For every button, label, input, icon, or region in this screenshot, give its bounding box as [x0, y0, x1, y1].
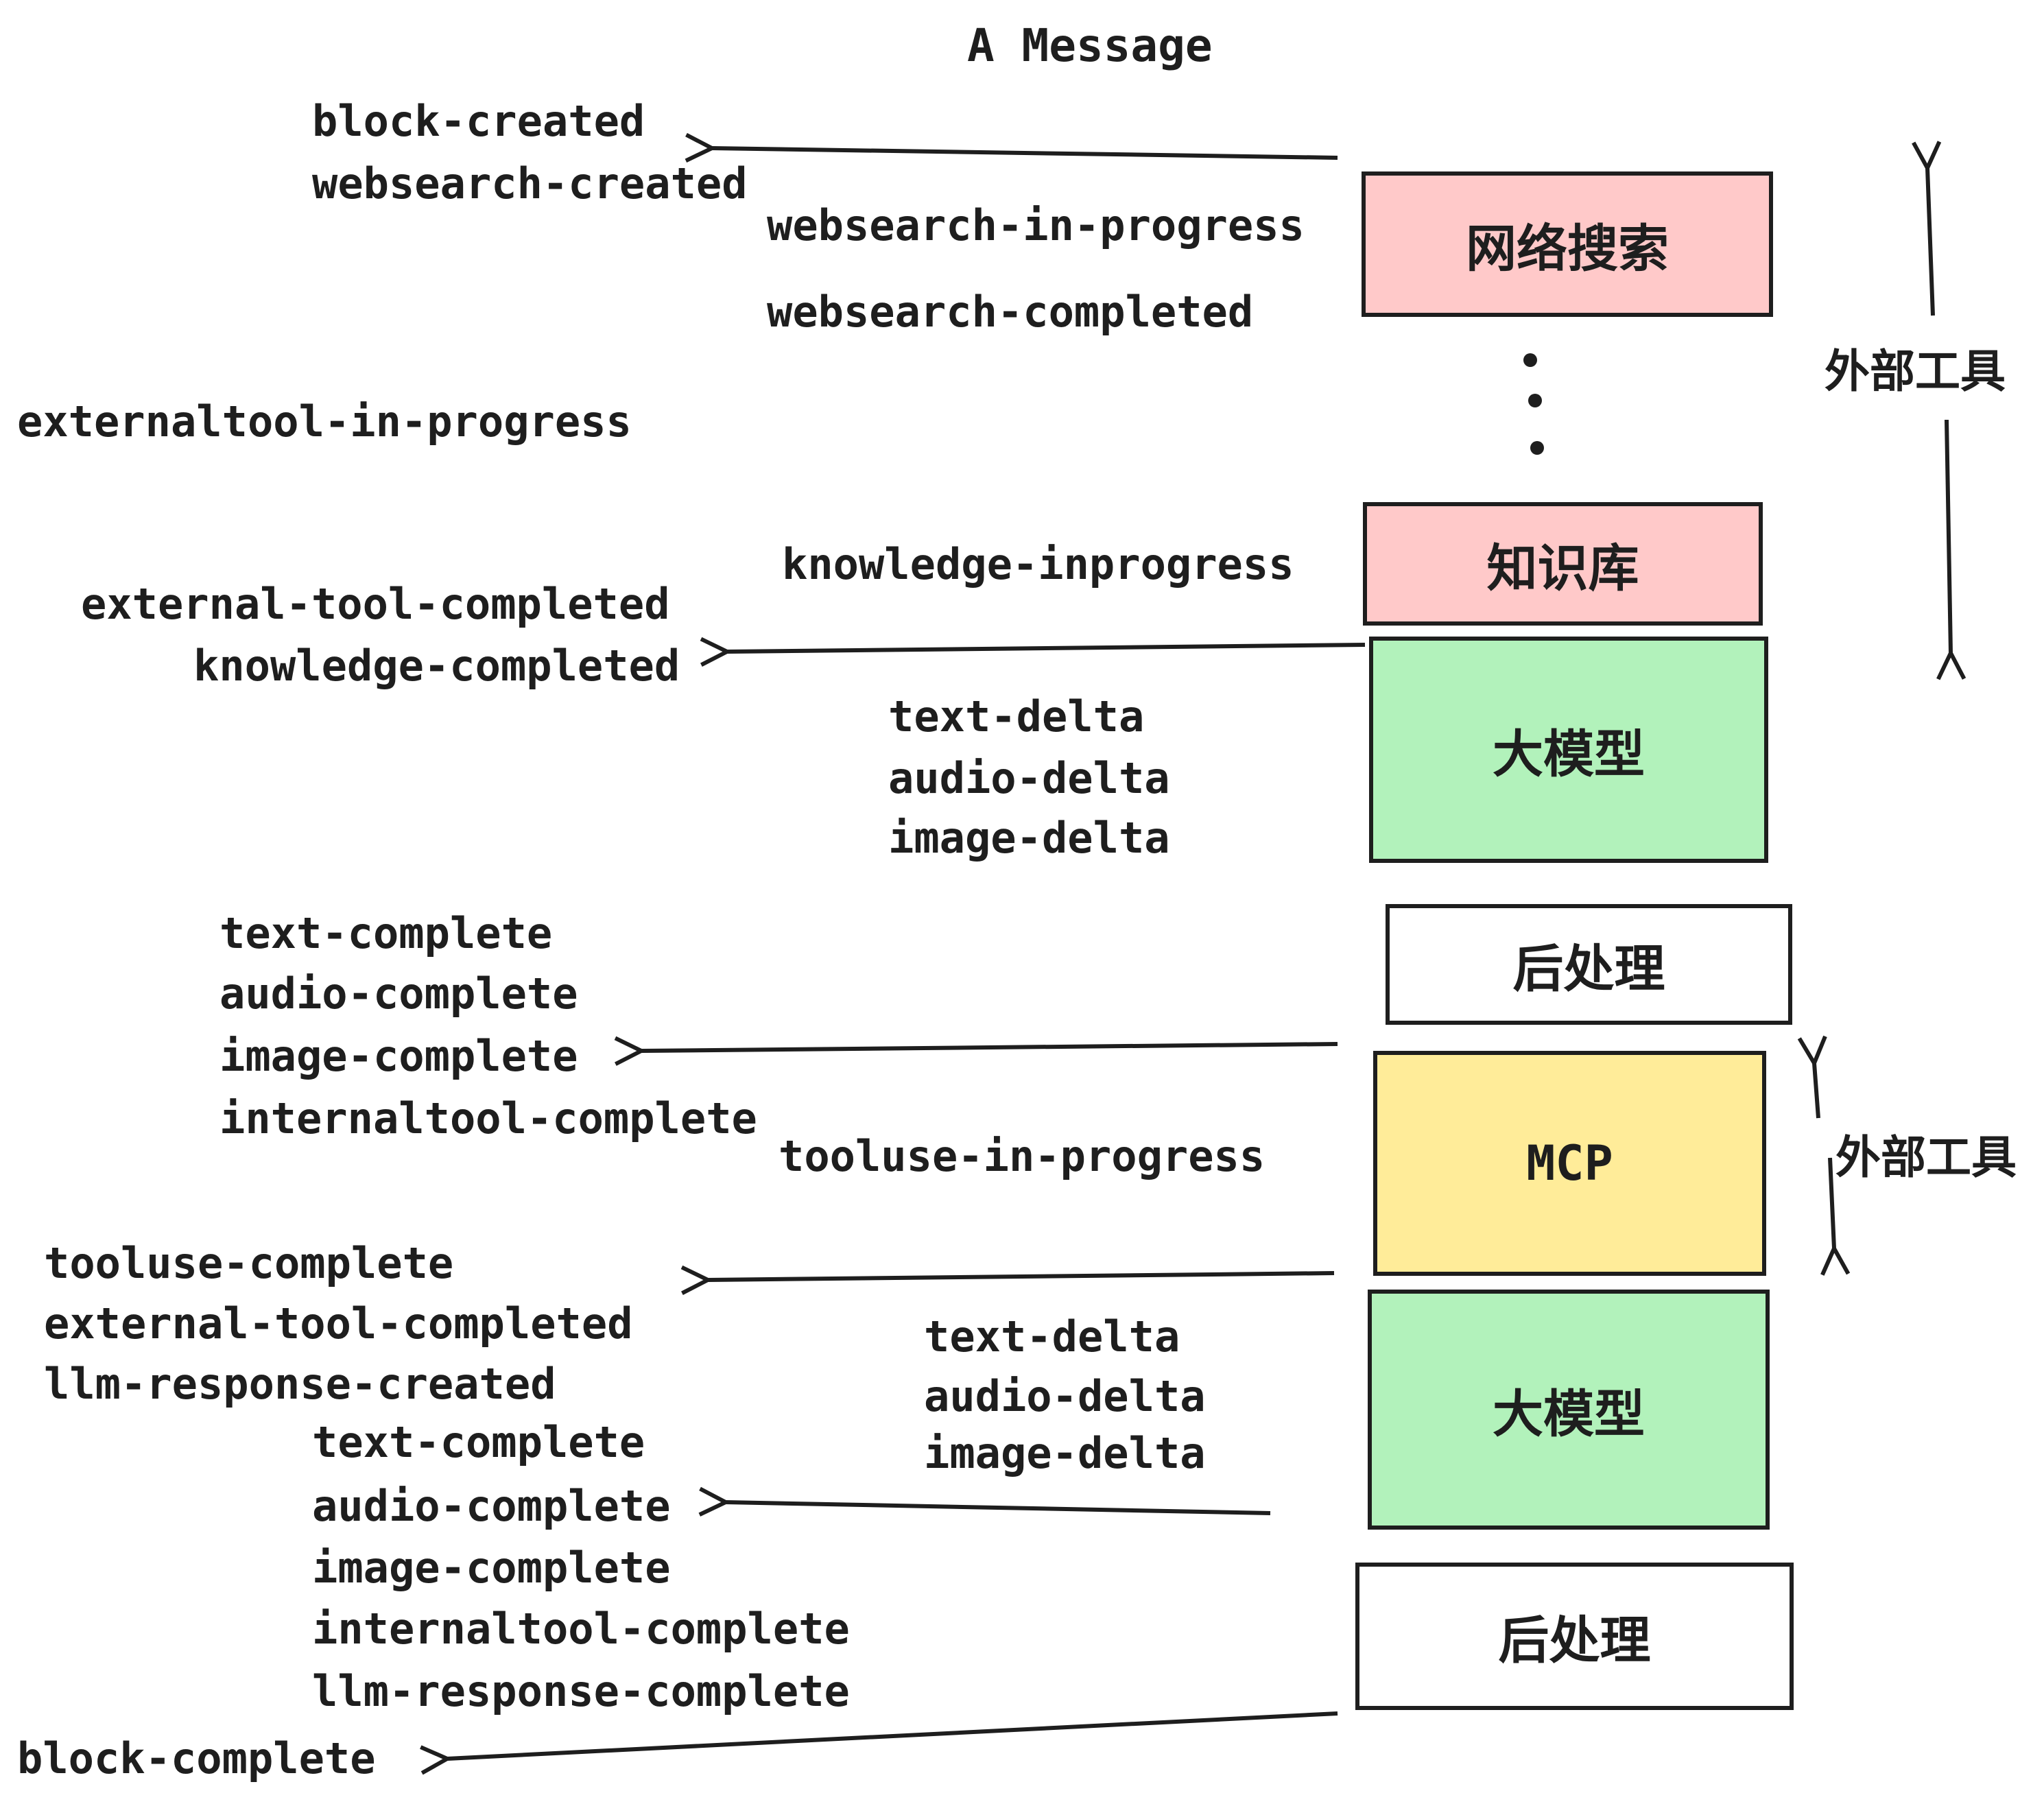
arrow-complete-block-2-icon [698, 1486, 1271, 1517]
arrow-external-tools-up-1-icon [1912, 141, 1942, 316]
event-image-delta-2: image-delta [924, 1428, 1206, 1478]
diagram-title: A Message [967, 19, 1213, 72]
box-mcp: MCP [1373, 1051, 1766, 1276]
event-image-delta-1: image-delta [888, 813, 1170, 863]
event-external-tool-completed: external-tool-completed [81, 579, 670, 629]
event-text-delta-1: text-delta [888, 691, 1145, 741]
box-llm-2-label: 大模型 [1493, 1384, 1645, 1444]
ellipsis-dot [1523, 353, 1537, 367]
arrow-external-tools-up-2-icon [1797, 1035, 1827, 1119]
event-internaltool-complete-1: internaltool-complete [219, 1093, 757, 1143]
event-block-created: block-created [312, 96, 645, 146]
arrow-tooluse-complete-icon [680, 1265, 1335, 1295]
event-external-tool-completed-2: external-tool-completed [44, 1298, 633, 1349]
box-postprocess-1-label: 后处理 [1512, 939, 1665, 999]
arrow-complete-block-1-icon [614, 1036, 1338, 1066]
arrow-external-tools-down-2-icon [1820, 1157, 1851, 1276]
event-text-delta-2: text-delta [924, 1312, 1180, 1362]
event-websearch-created: websearch-created [312, 158, 748, 209]
event-audio-delta-2: audio-delta [924, 1371, 1206, 1421]
box-postprocess-2: 后处理 [1355, 1563, 1794, 1710]
box-llm-1-label: 大模型 [1493, 724, 1645, 784]
box-websearch: 网络搜索 [1362, 171, 1773, 317]
event-audio-complete-2: audio-complete [312, 1481, 671, 1531]
event-audio-complete-1: audio-complete [219, 969, 578, 1019]
event-llm-response-complete: llm-response-complete [312, 1666, 850, 1716]
arrow-knowledge-completed-icon [700, 637, 1366, 667]
event-externaltool-in-progress: externaltool-in-progress [17, 396, 632, 447]
external-tools-annotation-bottom: 外部工具 [1835, 1131, 2017, 1184]
box-websearch-label: 网络搜索 [1466, 219, 1669, 278]
external-tools-annotation-top: 外部工具 [1825, 345, 2006, 398]
box-llm-1: 大模型 [1369, 637, 1768, 863]
box-postprocess-1: 后处理 [1386, 904, 1792, 1025]
event-websearch-in-progress: websearch-in-progress [767, 200, 1305, 250]
ellipsis-dot [1528, 394, 1542, 407]
box-mcp-label: MCP [1526, 1135, 1613, 1191]
event-knowledge-completed: knowledge-completed [193, 641, 680, 691]
ellipsis-dot [1530, 441, 1544, 455]
event-audio-delta-1: audio-delta [888, 753, 1170, 803]
box-postprocess-2-label: 后处理 [1498, 1611, 1651, 1670]
event-text-complete-2: text-complete [312, 1417, 645, 1467]
event-websearch-completed: websearch-completed [767, 287, 1254, 337]
event-knowledge-inprogress: knowledge-inprogress [782, 539, 1294, 589]
event-image-complete-2: image-complete [312, 1543, 671, 1593]
event-internaltool-complete-2: internaltool-complete [312, 1604, 850, 1654]
event-text-complete-1: text-complete [219, 908, 553, 958]
arrow-block-complete-icon [420, 1711, 1338, 1775]
arrow-websearch-created-icon [685, 132, 1338, 163]
event-block-complete: block-complete [17, 1733, 376, 1783]
event-llm-response-created: llm-response-created [44, 1359, 556, 1409]
event-tooluse-complete: tooluse-complete [44, 1238, 454, 1288]
box-knowledge-label: 知识库 [1486, 538, 1639, 598]
arrow-external-tools-down-1-icon [1936, 419, 1966, 680]
event-image-complete-1: image-complete [219, 1031, 578, 1081]
event-tooluse-in-progress: tooluse-in-progress [779, 1131, 1265, 1181]
box-llm-2: 大模型 [1368, 1290, 1770, 1530]
box-knowledge: 知识库 [1363, 502, 1763, 626]
